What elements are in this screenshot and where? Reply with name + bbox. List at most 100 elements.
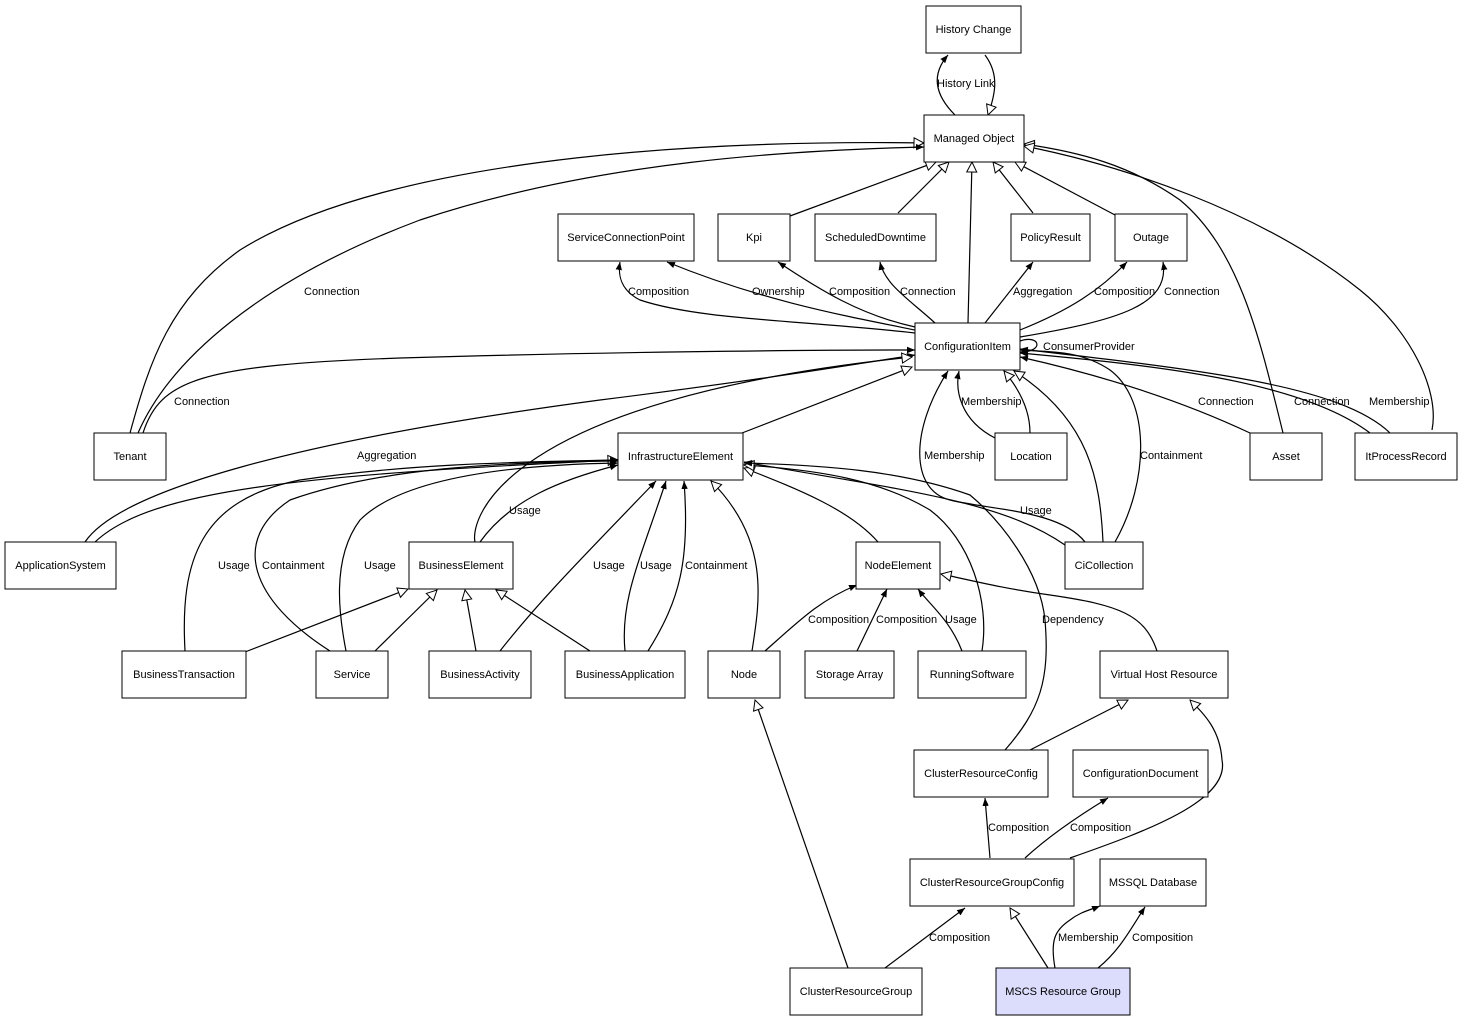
node-configuration-document[interactable]: ConfigurationDocument: [1072, 749, 1209, 798]
node-service-connection-point-label: ServiceConnectionPoint: [567, 232, 684, 244]
node-business-application-label: BusinessApplication: [576, 669, 674, 681]
label-sa-composition: Composition: [876, 614, 937, 626]
node-asset[interactable]: Asset: [1249, 432, 1323, 481]
node-service[interactable]: Service: [315, 650, 389, 699]
node-tenant[interactable]: Tenant: [93, 432, 167, 481]
edge-svc-ie-usage: [338, 459, 619, 652]
edge-history-link-to-mo: [984, 54, 995, 115]
edge-ba-ie-usage: [499, 480, 657, 652]
node-service-connection-point[interactable]: ServiceConnectionPoint: [557, 213, 695, 262]
node-kpi-label: Kpi: [746, 232, 762, 244]
edge-be-ie-usage: [479, 463, 619, 543]
node-policy-result[interactable]: PolicyResult: [1010, 213, 1091, 262]
edge-pr-mo: [993, 162, 1034, 214]
node-node-label: Node: [731, 669, 757, 681]
label-cicoll-membership: Membership: [924, 450, 985, 462]
node-infrastructure-element[interactable]: InfrastructureElement: [617, 432, 744, 481]
node-node[interactable]: Node: [707, 650, 781, 699]
edge-be-ci-inherit: [473, 357, 912, 543]
node-managed-object[interactable]: Managed Object: [923, 114, 1025, 163]
edge-ci-mo: [968, 162, 972, 324]
node-policy-result-label: PolicyResult: [1020, 232, 1081, 244]
label-rs-usage: Usage: [945, 614, 977, 626]
node-cluster-resource-group[interactable]: ClusterResourceGroup: [789, 967, 923, 1016]
label-itpr-connection: Connection: [1294, 396, 1350, 408]
node-ci-collection[interactable]: CiCollection: [1064, 541, 1144, 590]
edge-mscs-crgc-inherit: [1010, 908, 1049, 969]
label-svc-containment: Containment: [262, 560, 324, 572]
node-mscs-resource-group[interactable]: MSCS Resource Group: [995, 967, 1131, 1016]
edge-itpr-ci-membership: [1019, 346, 1391, 434]
label-bapp-usage: Usage: [640, 560, 672, 572]
label-tenant-ci-connection: Connection: [174, 396, 230, 408]
node-location[interactable]: Location: [994, 432, 1068, 481]
edge-crgc-crc-composition: [982, 797, 991, 859]
edge-appsys-ie-inherit: [94, 460, 618, 543]
edge-bapp-ie-usage: [623, 480, 667, 652]
label-kpi-composition: Composition: [829, 286, 890, 298]
edge-itpr-ci-connection: [1019, 350, 1371, 434]
node-scheduled-downtime[interactable]: ScheduledDowntime: [814, 213, 937, 262]
edge-svc-be-inherit: [374, 590, 437, 652]
label-tenant-mo-connection: Connection: [304, 286, 360, 298]
label-history-link: History Link: [937, 78, 995, 90]
edge-cicoll-ci-inherit: [1014, 371, 1104, 543]
edge-location-ci-inherit: [1004, 371, 1031, 434]
label-cicoll-containment: Containment: [1140, 450, 1202, 462]
node-virtual-host-resource[interactable]: Virtual Host Resource: [1099, 650, 1229, 699]
node-asset-label: Asset: [1272, 451, 1300, 463]
label-scp-ownership: Ownership: [752, 286, 805, 298]
label-mscs-composition: Composition: [1132, 932, 1193, 944]
edge-ne-ie-inherit: [744, 468, 879, 543]
edge-bapp-ie-containment: [647, 480, 688, 652]
edge-appsys-ci-aggregation: [84, 353, 916, 543]
node-history-change[interactable]: History Change: [925, 5, 1022, 54]
label-sd-connection: Connection: [900, 286, 956, 298]
edge-ci-sd-connection: [878, 261, 936, 324]
node-cluster-resource-group-config-label: ClusterResourceGroupConfig: [920, 877, 1064, 889]
node-business-activity[interactable]: BusinessActivity: [428, 650, 532, 699]
edge-rs-ie-inherit: [744, 465, 985, 652]
edge-asset-ci-connection: [1019, 355, 1251, 434]
node-cluster-resource-config[interactable]: ClusterResourceConfig: [913, 749, 1049, 798]
node-it-process-record[interactable]: ItProcessRecord: [1354, 432, 1458, 481]
node-mssql-database[interactable]: MSSQL Database: [1099, 858, 1207, 907]
edge-vhr-ne-inherit: [941, 574, 1158, 652]
node-business-element[interactable]: BusinessElement: [408, 541, 514, 590]
node-cluster-resource-config-label: ClusterResourceConfig: [924, 768, 1038, 780]
edge-ba-be-inherit: [465, 590, 477, 652]
node-node-element[interactable]: NodeElement: [855, 541, 941, 590]
edge-sa-ne-composition: [856, 588, 888, 652]
edge-cicoll-ci-containment: [1019, 347, 1142, 543]
edge-bt-be-inherit: [244, 589, 408, 653]
edge-crgc-cd-composition: [1024, 797, 1109, 859]
node-storage-array[interactable]: Storage Array: [804, 650, 895, 699]
label-pr-aggregation: Aggregation: [1013, 286, 1072, 298]
label-ba-usage: Usage: [593, 560, 625, 572]
node-business-transaction[interactable]: BusinessTransaction: [121, 650, 247, 699]
edge-tenant-mo-connection: [137, 143, 925, 434]
label-appsys-aggregation: Aggregation: [357, 450, 416, 462]
node-running-software[interactable]: RunningSoftware: [917, 650, 1027, 699]
edge-crc-ie-dependency: [743, 460, 1047, 751]
node-configuration-item[interactable]: ConfigurationItem: [914, 322, 1021, 371]
edge-labels: History Link Connection Composition Owne…: [174, 78, 1430, 944]
node-node-element-label: NodeElement: [865, 560, 932, 572]
node-application-system[interactable]: ApplicationSystem: [4, 541, 117, 590]
label-crgc-composition-crc: Composition: [988, 822, 1049, 834]
edge-bt-ie-usage: [183, 456, 619, 652]
label-location-membership: Membership: [961, 396, 1022, 408]
edge-history-link-to-change: [936, 54, 956, 116]
node-kpi[interactable]: Kpi: [717, 213, 791, 262]
edge-crgc-vhr-inherit: [1069, 700, 1224, 859]
label-outage-composition: Composition: [1094, 286, 1155, 298]
node-outage[interactable]: Outage: [1114, 213, 1188, 262]
node-history-change-label: History Change: [936, 24, 1012, 36]
node-cluster-resource-group-config[interactable]: ClusterResourceGroupConfig: [909, 858, 1075, 907]
node-configuration-item-label: ConfigurationItem: [924, 341, 1011, 353]
edge-ci-scp-ownership: [666, 261, 916, 331]
label-crg-composition: Composition: [929, 932, 990, 944]
node-outage-label: Outage: [1133, 232, 1169, 244]
node-storage-array-label: Storage Array: [816, 669, 884, 681]
node-business-application[interactable]: BusinessApplication: [564, 650, 686, 699]
